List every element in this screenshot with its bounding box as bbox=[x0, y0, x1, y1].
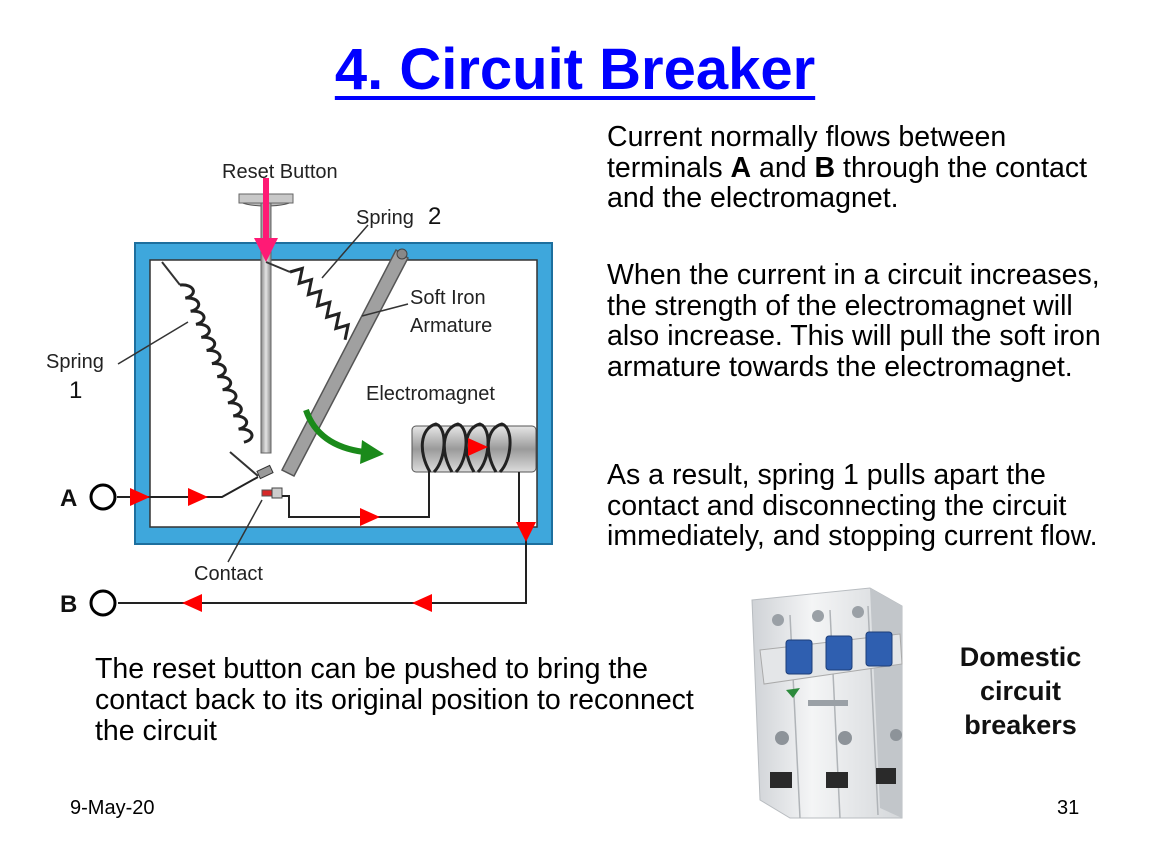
footer-date: 9-May-20 bbox=[70, 797, 155, 819]
current-flow-arrows bbox=[130, 438, 536, 612]
spring-2 bbox=[265, 261, 351, 341]
label-reset-button: Reset Button bbox=[222, 161, 338, 183]
paragraph-normal-flow-mid: and bbox=[751, 151, 815, 184]
reset-note: The reset button can be pushed to bring … bbox=[95, 653, 694, 747]
label-electromagnet: Electromagnet bbox=[366, 383, 495, 405]
paragraph-disconnect: As a result, spring 1 pulls apart the co… bbox=[607, 459, 1098, 552]
label-terminal-b: B bbox=[60, 591, 77, 618]
label-spring-1: Spring bbox=[46, 351, 104, 373]
paragraph-normal-flow: Current normally flows between terminals… bbox=[607, 122, 1127, 214]
label-soft-iron: Soft Iron bbox=[410, 287, 486, 309]
paragraph-normal-flow-post: through the contact and the electromagne… bbox=[607, 151, 1088, 214]
label-spring-2-number: 2 bbox=[428, 203, 441, 230]
terminal-a bbox=[89, 483, 117, 511]
spring-1 bbox=[161, 261, 259, 477]
label-armature: Armature bbox=[410, 315, 492, 337]
breaker-toggle-2 bbox=[825, 635, 853, 671]
reset-push-arrow bbox=[254, 178, 278, 262]
breaker-toggle-1 bbox=[785, 639, 813, 675]
soft-iron-armature bbox=[280, 248, 409, 478]
armature-movement-arrow bbox=[303, 408, 384, 464]
domestic-circuit-breaker-image bbox=[751, 587, 903, 819]
terminal-b bbox=[89, 589, 117, 617]
paragraph-current-increase: When the current in a circuit increases,… bbox=[607, 259, 1101, 383]
label-contact: Contact bbox=[194, 563, 263, 585]
contact bbox=[256, 464, 283, 499]
breaker-toggle-3 bbox=[865, 631, 893, 667]
slide-title: 4. Circuit Breaker bbox=[334, 37, 816, 102]
paragraph-normal-flow-pre: Current normally flows between terminals bbox=[607, 121, 1007, 184]
terminal-b-emphasis: B bbox=[814, 151, 836, 184]
photo-caption: Domestic circuit breakers bbox=[959, 642, 1082, 740]
page-number: 31 bbox=[1057, 797, 1080, 819]
terminal-a-emphasis: A bbox=[730, 151, 752, 184]
label-spring-1-number: 1 bbox=[69, 377, 82, 404]
label-spring-2: Spring bbox=[356, 207, 414, 229]
label-terminal-a: A bbox=[60, 485, 77, 512]
